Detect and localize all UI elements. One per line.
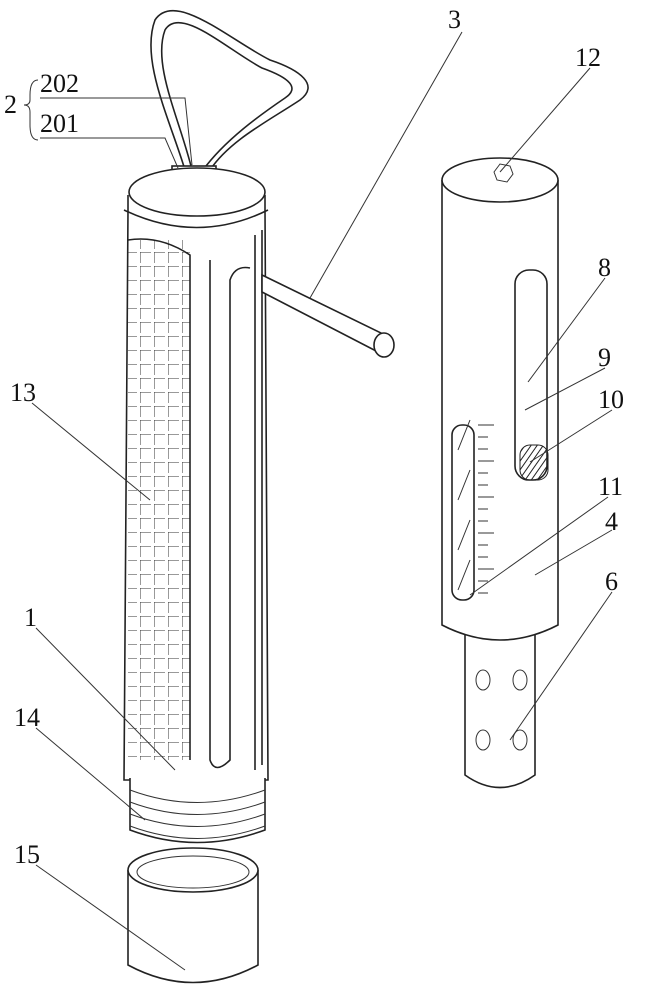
strap-202 bbox=[150, 9, 309, 171]
label-3: 3 bbox=[448, 5, 461, 34]
knob-10 bbox=[519, 444, 549, 481]
measuring-tube-4 bbox=[441, 157, 559, 789]
label-2: 2 bbox=[4, 90, 17, 119]
end-cap-15 bbox=[127, 847, 259, 984]
label-14: 14 bbox=[14, 703, 40, 732]
label-12: 12 bbox=[575, 43, 601, 72]
label-15: 15 bbox=[14, 840, 40, 869]
label-202: 202 bbox=[40, 69, 79, 98]
label-9: 9 bbox=[598, 343, 611, 372]
holes bbox=[475, 669, 528, 751]
label-10: 10 bbox=[598, 385, 624, 414]
mesh-window-13 bbox=[128, 240, 190, 760]
leader-lines bbox=[23, 31, 613, 971]
scale-ticks bbox=[478, 424, 494, 594]
label-11: 11 bbox=[598, 472, 623, 501]
label-8: 8 bbox=[598, 253, 611, 282]
thread-14 bbox=[129, 778, 266, 844]
main-cylinder bbox=[123, 167, 269, 781]
label-13: 13 bbox=[10, 378, 36, 407]
label-201: 201 bbox=[40, 109, 79, 138]
screw-12 bbox=[493, 163, 514, 183]
label-4: 4 bbox=[605, 507, 618, 536]
label-6: 6 bbox=[605, 567, 618, 596]
label-1: 1 bbox=[24, 603, 37, 632]
window-11 bbox=[451, 424, 475, 601]
rod-3 bbox=[261, 273, 395, 358]
